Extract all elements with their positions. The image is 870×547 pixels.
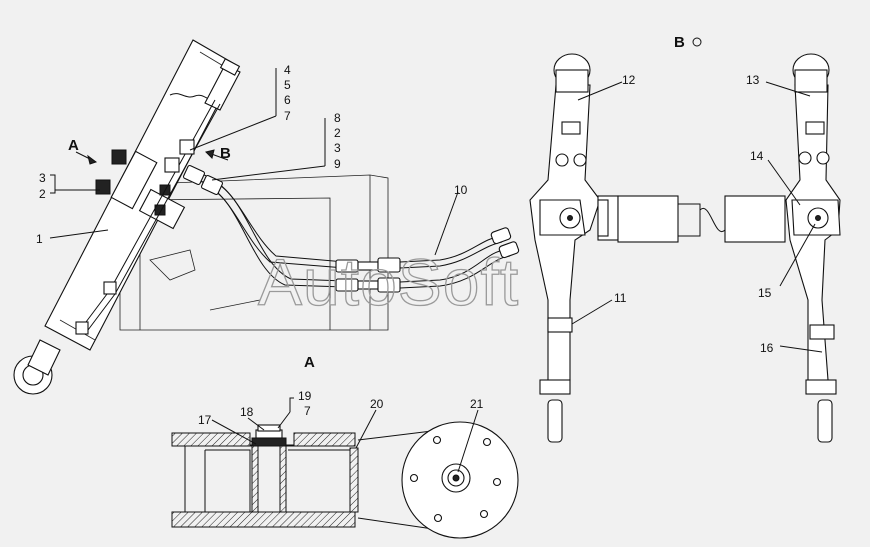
callout-16: 16 — [760, 341, 774, 355]
callout-4: 4 — [284, 63, 291, 77]
callout-21: 21 — [470, 397, 484, 411]
callout-19: 19 — [298, 389, 312, 403]
callout-7-second: 7 — [304, 404, 311, 418]
section-a-title: A — [304, 354, 315, 371]
watermark: AutoSoft — [258, 245, 519, 319]
callout-18: 18 — [240, 405, 254, 419]
callout-11: 11 — [614, 291, 627, 305]
callout-1: 1 — [36, 232, 43, 246]
frame-outline — [119, 174, 389, 331]
callout-3-second: 3 — [334, 141, 341, 155]
callout-8: 8 — [334, 111, 341, 125]
section-a — [171, 421, 519, 539]
view-b-linkage — [529, 53, 841, 443]
callout-14: 14 — [750, 149, 764, 163]
callout-20: 20 — [370, 397, 384, 411]
callout-2: 2 — [39, 187, 46, 201]
callout-10: 10 — [454, 183, 468, 197]
view-a-arrow-label: A — [68, 137, 79, 154]
callout-9: 9 — [334, 157, 341, 171]
callout-12: 12 — [622, 73, 636, 87]
rotation-circle-icon — [692, 37, 702, 47]
callout-7: 7 — [284, 109, 291, 123]
callout-2-second: 2 — [334, 126, 341, 140]
callout-17: 17 — [198, 413, 212, 427]
callout-13: 13 — [746, 73, 760, 87]
view-b-title: B — [674, 34, 685, 51]
hydraulic-hoses — [182, 164, 520, 293]
callout-5: 5 — [284, 78, 291, 92]
callout-6: 6 — [284, 93, 291, 107]
callout-15: 15 — [758, 286, 772, 300]
view-b-arrow-label: B — [220, 145, 231, 162]
callout-3: 3 — [39, 171, 46, 185]
hydraulic-cylinder — [13, 39, 241, 395]
view-arrows — [75, 149, 229, 165]
leader-lines — [49, 68, 823, 473]
